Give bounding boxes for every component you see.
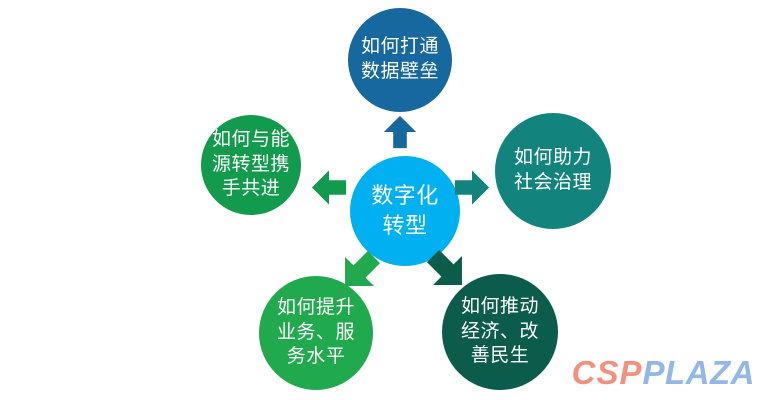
arrow-down-right-icon [426,249,462,285]
arrow-right-shape [454,170,490,205]
node-energy-transition: 如何与能 源转型携 手共进 [201,115,301,215]
arrow-left-shape [311,170,347,205]
node-business-service: 如何提升 业务、服 务水平 [259,276,373,390]
arrow-down-right-shape [426,249,462,285]
csp-plaza-logo: CSPPLAZA [572,356,755,389]
arrow-down-left-icon [345,250,381,286]
node-digital-transformation-label: 数字化 转型 [371,183,439,238]
node-data-barriers-label: 如何打通 数据壁垒 [360,36,439,82]
node-social-governance: 如何助力 社会治理 [495,113,611,229]
node-digital-transformation: 数字化 转型 [350,156,460,266]
arrow-right-icon [454,170,490,205]
node-social-governance-label: 如何助力 社会治理 [513,147,592,193]
arrow-left-icon [311,170,347,205]
node-energy-transition-label: 如何与能 源转型携 手共进 [211,128,290,200]
node-business-service-label: 如何提升 业务、服 务水平 [276,296,355,368]
arrow-down-left-shape [345,250,381,286]
arrow-up-shape [383,115,417,149]
node-economy-livelihood-label: 如何推动 经济、改 善民生 [460,295,539,367]
logo-plaza-text: PLAZA [642,354,755,391]
arrow-up-icon [383,115,417,149]
logo-csp-text: CSP [571,354,643,391]
node-economy-livelihood: 如何推动 经济、改 善民生 [442,274,558,390]
node-data-barriers: 如何打通 数据壁垒 [348,8,452,112]
